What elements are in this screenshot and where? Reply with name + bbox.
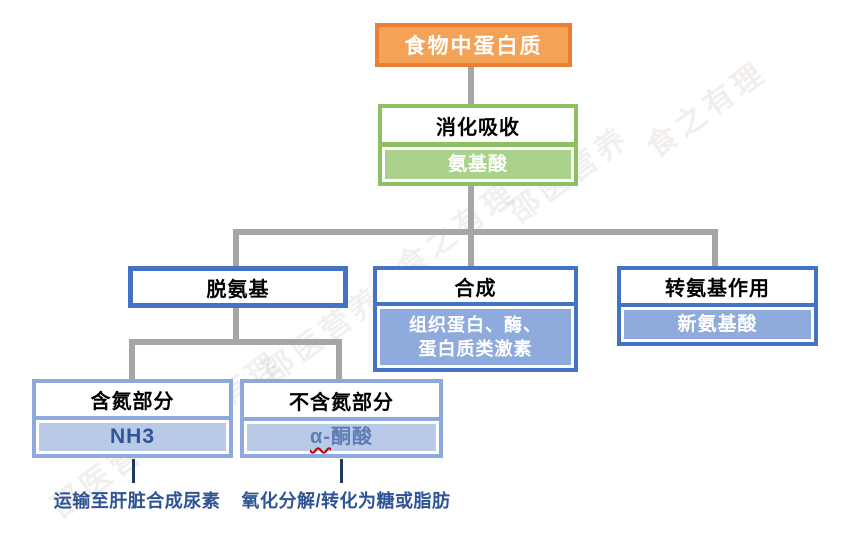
non-nitrogenous-value: α-酮酸	[247, 424, 436, 451]
node-deamination: 脱氨基	[128, 266, 348, 308]
non-nitrogenous-title: 不含氮部分	[244, 383, 439, 417]
urea-note: 运输至肝脏合成尿素	[53, 491, 221, 511]
nitrogenous-title: 含氮部分	[36, 383, 229, 416]
synthesis-value-line2: 蛋白质类激素	[418, 339, 533, 359]
synthesis-value-line1: 组织蛋白、酶、	[409, 314, 542, 335]
connector-keto-to-note	[340, 459, 343, 483]
node-non-nitrogenous-part: 不含氮部分 α-酮酸	[240, 379, 443, 458]
divider	[244, 417, 439, 421]
connector-drop-deamination	[233, 233, 239, 266]
synthesis-value: 组织蛋白、酶、 蛋白质类激素	[380, 309, 571, 365]
transamination-title: 转氨基作用	[621, 270, 814, 303]
connector-digestion-trunk	[468, 186, 474, 231]
nitrogenous-value: NH3	[39, 422, 226, 451]
connector-drop-non-nitrogenous	[336, 343, 342, 379]
connector-subbranch-bar	[129, 339, 342, 345]
connector-branch-bar	[233, 229, 718, 235]
node-food-protein: 食物中蛋白质	[375, 23, 572, 67]
divider	[621, 303, 814, 307]
transamination-value: 新氨基酸	[624, 310, 811, 339]
keto-acid-label: 酮酸	[330, 426, 373, 448]
synthesis-title: 合成	[377, 270, 574, 302]
connector-drop-synthesis	[468, 233, 474, 266]
connector-deamination-trunk	[233, 308, 239, 341]
digestion-title: 消化吸收	[382, 108, 574, 142]
connector-protein-to-digestion	[468, 67, 474, 104]
digestion-value: 氨基酸	[385, 150, 571, 179]
connector-drop-transamination	[712, 233, 718, 266]
node-nitrogenous-part: 含氮部分 NH3	[32, 379, 233, 458]
connector-drop-nitrogenous	[129, 343, 135, 379]
node-digestion: 消化吸收 氨基酸	[378, 104, 578, 186]
alpha-prefix: α-	[310, 426, 331, 448]
divider	[36, 415, 229, 420]
divider	[377, 302, 574, 306]
node-synthesis: 合成 组织蛋白、酶、 蛋白质类激素	[373, 266, 578, 372]
node-transamination: 转氨基作用 新氨基酸	[617, 266, 818, 346]
watermark: 食之有理	[640, 55, 774, 165]
connector-nh3-to-note	[132, 459, 135, 483]
divider	[382, 142, 574, 147]
oxidation-note: 氧化分解/转化为糖或脂肪	[241, 491, 451, 511]
